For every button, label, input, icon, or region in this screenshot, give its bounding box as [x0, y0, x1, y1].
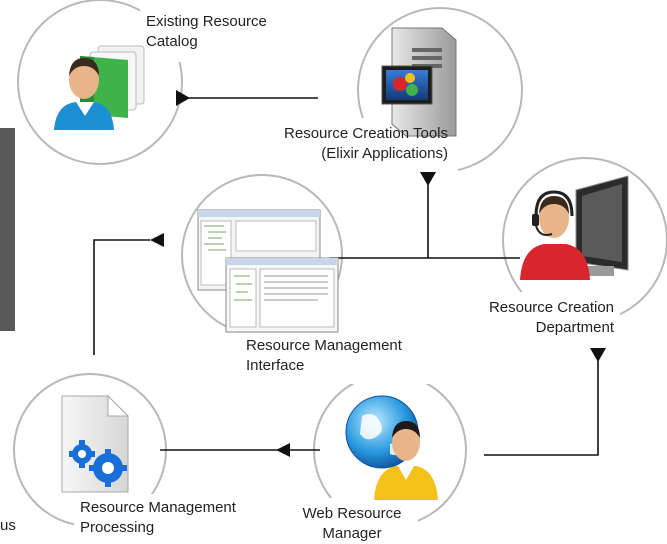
connector-department-web: [484, 348, 599, 456]
catalog-label: Existing Resource Catalog: [146, 13, 267, 50]
user-with-globe-icon: [345, 395, 438, 500]
arrow-down-department: [590, 348, 606, 362]
software-windows-screenshot-icon: [197, 209, 339, 333]
clipped-edge-text: us: [0, 517, 16, 534]
arrowheads: [150, 90, 606, 457]
arrow-to-tools: [176, 90, 190, 106]
user-headset-monitor-icon: [520, 175, 629, 280]
web-manager-label: Web Resource Manager: [302, 505, 402, 542]
tools-label: Resource Creation Tools (Elixir Applicat…: [284, 125, 448, 162]
side-tab-bar: [0, 128, 15, 331]
user-with-documents-icon: [54, 45, 145, 130]
connectors: [93, 97, 599, 456]
arrow-to-processing: [276, 443, 290, 457]
arrow-down-tools: [420, 172, 436, 186]
department-label: Resource Creation Department: [488, 299, 614, 336]
catalog-circle: [17, 0, 183, 165]
document-with-gears-icon: [61, 394, 130, 493]
processing-label: Resource Management Processing: [80, 499, 236, 536]
computer-tower-icon: [381, 27, 457, 137]
connector-processing-interface: [93, 239, 150, 355]
arrow-to-interface: [150, 233, 164, 247]
interface-label: Resource Management Interface: [246, 337, 402, 374]
